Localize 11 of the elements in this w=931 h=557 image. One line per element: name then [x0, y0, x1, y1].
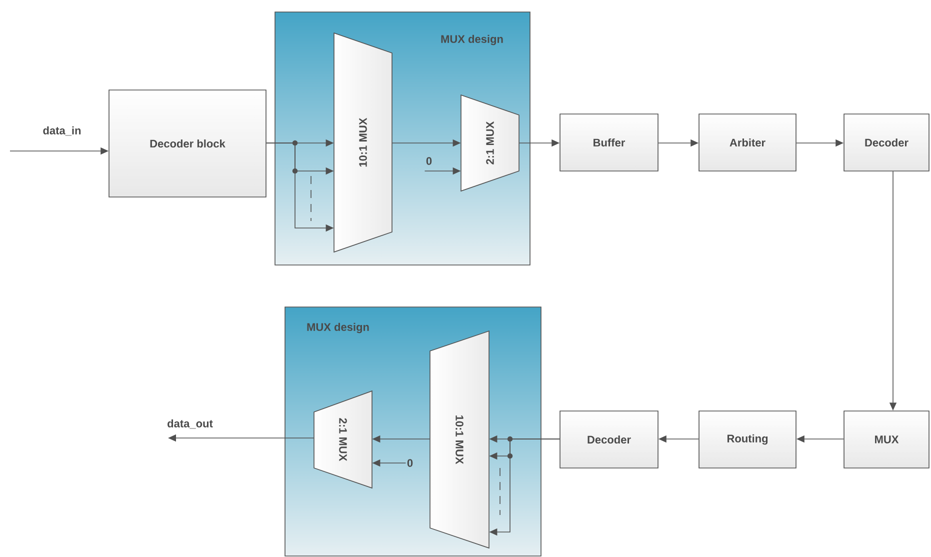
input-value: 0 — [426, 157, 432, 165]
process-box: Decoder — [560, 410, 658, 468]
process-box: Buffer — [560, 114, 658, 172]
process-box: MUX — [844, 410, 930, 468]
process-box: Decoder — [844, 114, 930, 172]
process-box: Decoder block — [108, 90, 266, 198]
edge-label: data_in — [43, 126, 81, 136]
edge-label: data_out — [168, 419, 213, 429]
input-value: 0 — [407, 459, 413, 467]
process-box: Routing — [698, 410, 796, 468]
process-box: Arbiter — [698, 114, 796, 172]
